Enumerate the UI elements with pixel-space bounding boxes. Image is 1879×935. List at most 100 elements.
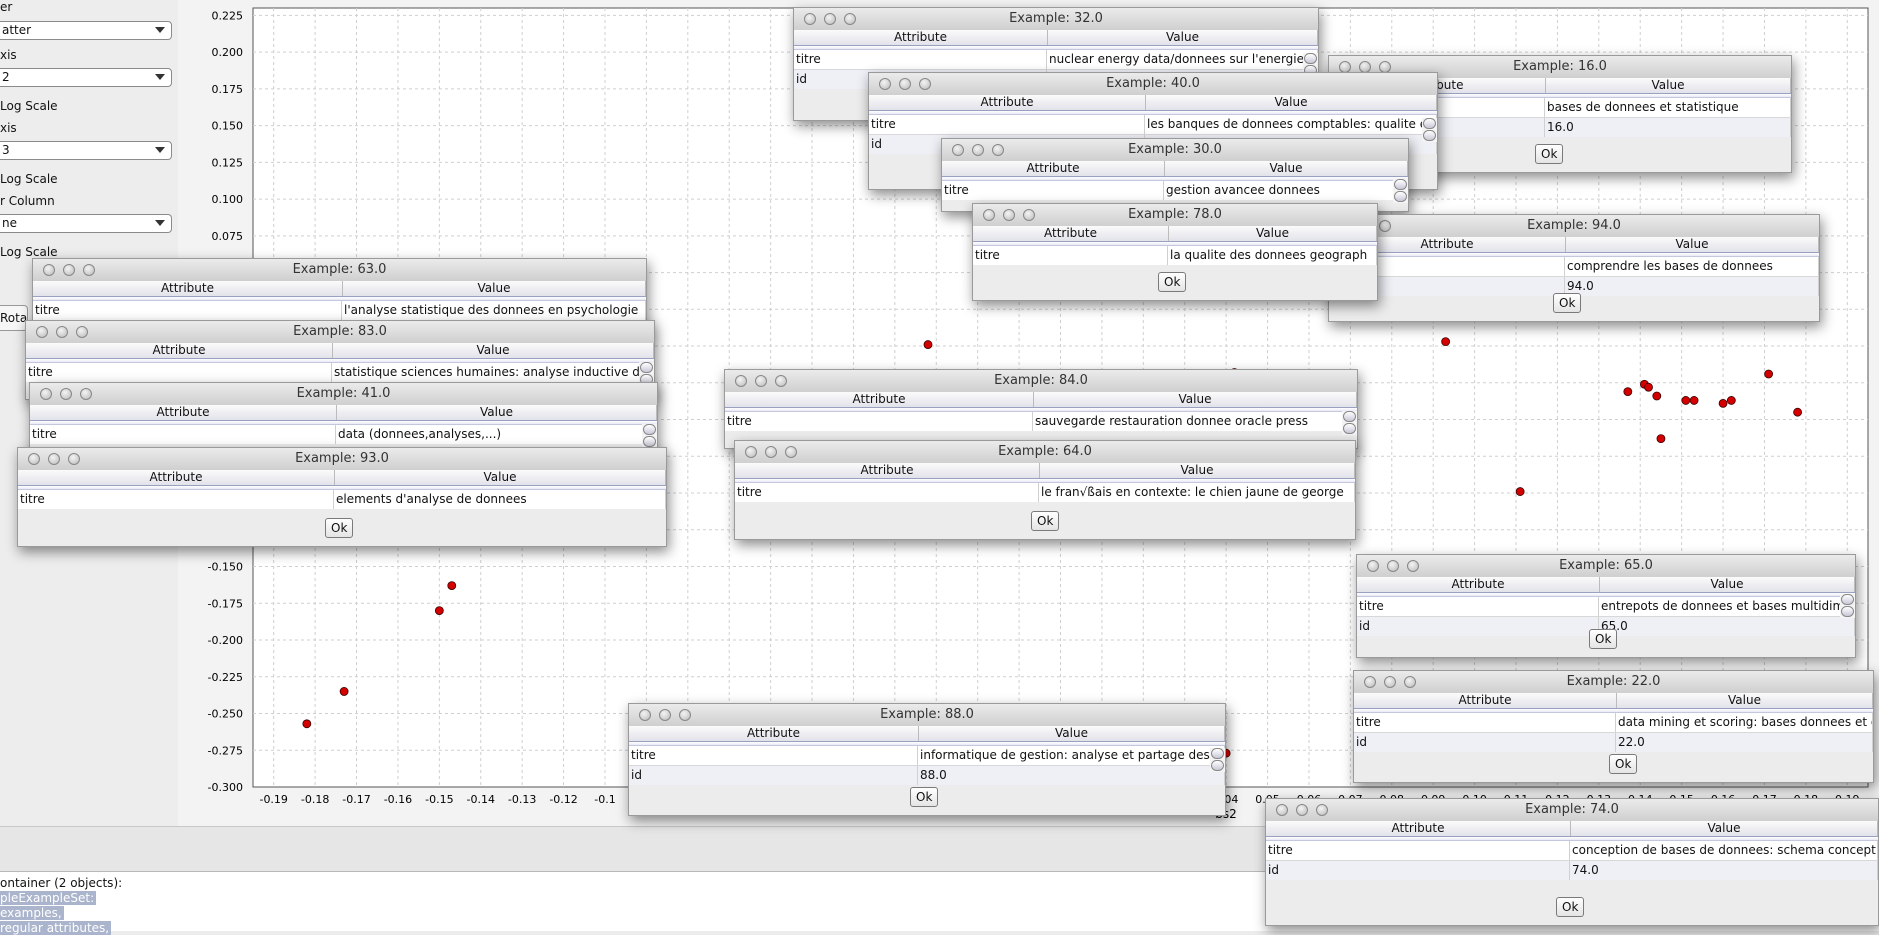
close-icon[interactable] bbox=[40, 388, 52, 400]
color-log-scale-checkbox[interactable]: Log Scale bbox=[0, 245, 58, 259]
data-point[interactable] bbox=[1652, 391, 1662, 401]
y-log-scale-checkbox[interactable]: Log Scale bbox=[0, 172, 58, 186]
table-row[interactable]: 16.0 bbox=[1329, 118, 1791, 137]
ok-button[interactable]: Ok bbox=[1031, 511, 1060, 531]
table-row[interactable]: bases de donnees et statistique bbox=[1329, 98, 1791, 118]
close-icon[interactable] bbox=[43, 264, 55, 276]
data-point[interactable] bbox=[434, 606, 444, 616]
scroll-down-icon[interactable] bbox=[643, 436, 656, 447]
log-line[interactable]: examples, bbox=[0, 906, 64, 920]
data-point[interactable] bbox=[1793, 407, 1803, 417]
ok-button[interactable]: Ok bbox=[910, 787, 939, 807]
zoom-icon[interactable] bbox=[992, 144, 1004, 156]
close-icon[interactable] bbox=[879, 78, 891, 90]
scroll-up-icon[interactable] bbox=[1304, 53, 1317, 64]
column-header-attribute[interactable]: Attribute bbox=[30, 405, 337, 420]
ok-button[interactable]: Ok bbox=[1158, 272, 1187, 292]
table-scrollbar[interactable] bbox=[1422, 118, 1437, 142]
minimize-icon[interactable] bbox=[60, 388, 72, 400]
minimize-icon[interactable] bbox=[765, 446, 777, 458]
ok-button[interactable]: Ok bbox=[1589, 629, 1618, 649]
minimize-icon[interactable] bbox=[1003, 209, 1015, 221]
scroll-up-icon[interactable] bbox=[1394, 179, 1407, 190]
window-titlebar[interactable]: Example: 30.0 bbox=[942, 139, 1408, 162]
zoom-icon[interactable] bbox=[775, 375, 787, 387]
window-titlebar[interactable]: Example: 41.0 bbox=[30, 383, 657, 406]
rotate-labels-button[interactable]: Rota bbox=[0, 305, 28, 331]
minimize-icon[interactable] bbox=[824, 13, 836, 25]
color-column-select[interactable]: ne bbox=[0, 214, 172, 233]
scroll-up-icon[interactable] bbox=[643, 424, 656, 435]
data-point[interactable] bbox=[339, 687, 349, 696]
scroll-up-icon[interactable] bbox=[1343, 411, 1356, 422]
table-row[interactable]: 94.0 bbox=[1329, 277, 1819, 296]
scroll-down-icon[interactable] bbox=[1343, 423, 1356, 434]
column-header-value[interactable]: Value bbox=[1165, 161, 1408, 176]
data-point[interactable] bbox=[1689, 396, 1699, 405]
data-point[interactable] bbox=[923, 340, 933, 349]
minimize-icon[interactable] bbox=[899, 78, 911, 90]
table-scrollbar[interactable] bbox=[1210, 748, 1225, 772]
scroll-down-icon[interactable] bbox=[1211, 760, 1224, 771]
log-line[interactable]: regular attributes, bbox=[0, 921, 112, 935]
table-row[interactable]: comprendre les bases de donnees bbox=[1329, 257, 1819, 277]
data-point[interactable] bbox=[1441, 337, 1451, 347]
window-titlebar[interactable]: Example: 63.0 bbox=[33, 259, 646, 282]
window-titlebar[interactable]: Example: 94.0 bbox=[1329, 215, 1819, 238]
column-header-value[interactable]: Value bbox=[333, 343, 654, 358]
column-header-attribute[interactable]: Attribute bbox=[18, 470, 335, 485]
column-header-value[interactable]: Value bbox=[1169, 226, 1377, 241]
column-header-attribute[interactable]: Attribute bbox=[973, 226, 1169, 241]
window-titlebar[interactable]: Example: 83.0 bbox=[26, 321, 654, 344]
window-titlebar[interactable]: Example: 84.0 bbox=[725, 370, 1357, 393]
zoom-icon[interactable] bbox=[679, 709, 691, 721]
column-header-attribute[interactable]: Attribute bbox=[725, 392, 1034, 407]
column-header-value[interactable]: Value bbox=[1146, 95, 1437, 110]
data-point[interactable] bbox=[1764, 369, 1774, 379]
window-titlebar[interactable]: Example: 40.0 bbox=[869, 73, 1437, 96]
zoom-icon[interactable] bbox=[1379, 220, 1391, 232]
zoom-icon[interactable] bbox=[68, 453, 80, 465]
data-point[interactable] bbox=[1656, 434, 1666, 444]
minimize-icon[interactable] bbox=[48, 453, 60, 465]
data-point[interactable] bbox=[1623, 387, 1633, 397]
data-point[interactable] bbox=[1681, 396, 1691, 405]
column-header-value[interactable]: Value bbox=[335, 470, 666, 485]
window-titlebar[interactable]: Example: 65.0 bbox=[1357, 555, 1855, 578]
close-icon[interactable] bbox=[28, 453, 40, 465]
column-header-attribute[interactable]: Attribute bbox=[1357, 577, 1600, 592]
window-titlebar[interactable]: Example: 32.0 bbox=[794, 8, 1318, 31]
data-point[interactable] bbox=[1515, 487, 1525, 496]
window-titlebar[interactable]: Example: 22.0 bbox=[1354, 671, 1873, 694]
window-titlebar[interactable]: Example: 88.0 bbox=[629, 704, 1225, 727]
minimize-icon[interactable] bbox=[1384, 676, 1396, 688]
column-header-attribute[interactable]: Attribute bbox=[869, 95, 1146, 110]
scroll-up-icon[interactable] bbox=[1211, 748, 1224, 759]
zoom-icon[interactable] bbox=[1316, 804, 1328, 816]
zoom-icon[interactable] bbox=[80, 388, 92, 400]
column-header-attribute[interactable]: Attribute bbox=[942, 161, 1165, 176]
ok-button[interactable]: Ok bbox=[1535, 144, 1564, 164]
column-header-value[interactable]: Value bbox=[1034, 392, 1357, 407]
x-axis-select[interactable]: 2 bbox=[0, 68, 172, 87]
close-icon[interactable] bbox=[1364, 676, 1376, 688]
column-header-value[interactable]: Value bbox=[1546, 78, 1791, 93]
column-header-attribute[interactable]: Attribute bbox=[1354, 693, 1617, 708]
close-icon[interactable] bbox=[639, 709, 651, 721]
window-titlebar[interactable]: Example: 74.0 bbox=[1266, 799, 1878, 822]
close-icon[interactable] bbox=[1276, 804, 1288, 816]
